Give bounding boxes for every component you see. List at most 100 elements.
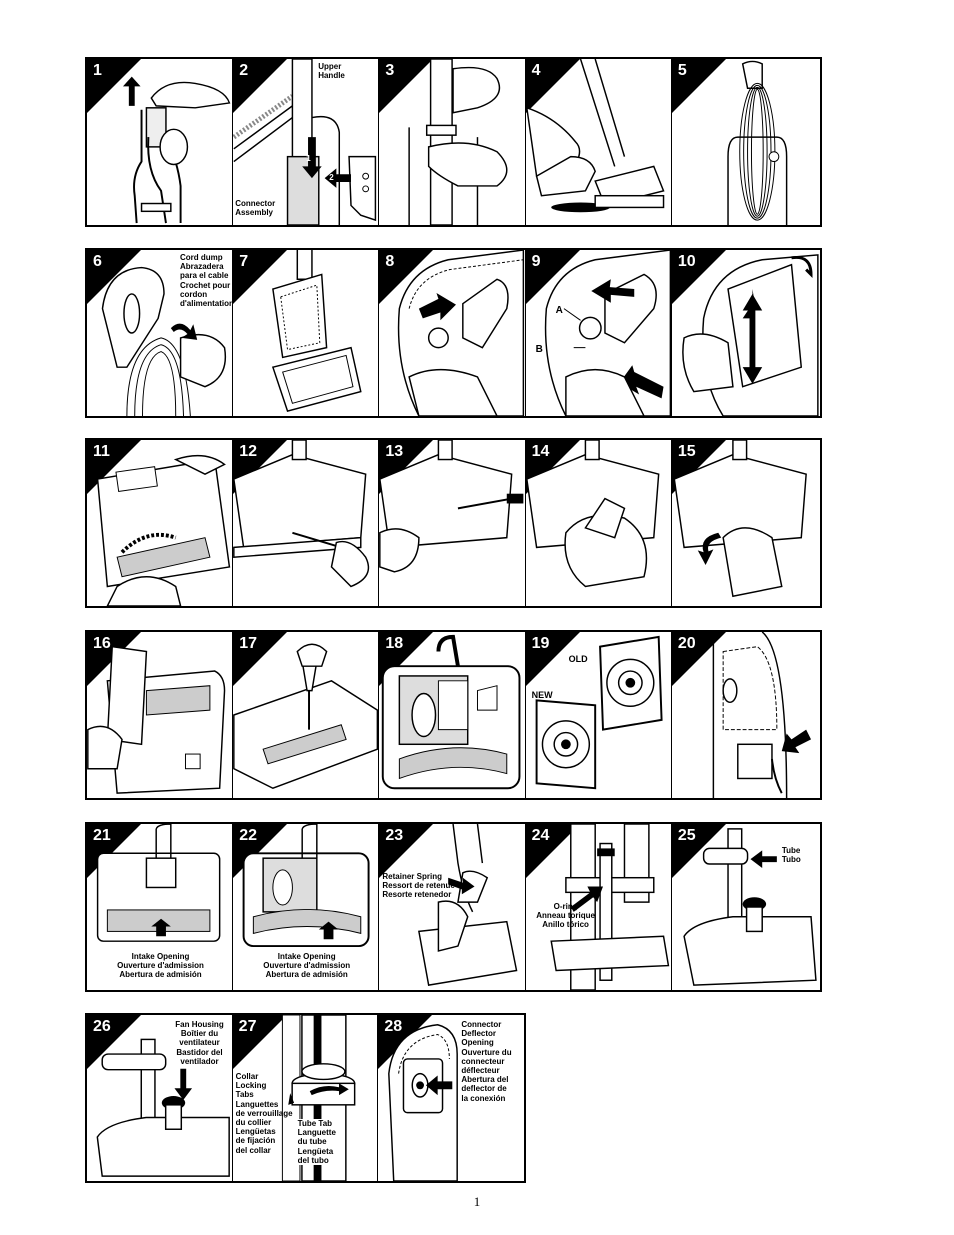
illustration-foot-on-vacuum — [525, 59, 665, 213]
illustration-open-bag-door — [398, 250, 525, 416]
illustration-remove-cover — [525, 440, 660, 588]
step-panel-3: 3 — [379, 59, 526, 225]
step-number: 13 — [385, 443, 404, 460]
step-panel-11: 11 — [87, 440, 234, 606]
illustration-connector-deflector — [388, 1024, 459, 1181]
illustration-screwdriver-latch — [233, 440, 370, 588]
step-number: 9 — [531, 253, 541, 270]
step-number: 6 — [93, 253, 102, 270]
illustration-filter-old-new — [535, 635, 663, 790]
step-panel-13: 13 — [379, 440, 526, 606]
illustration-fan-housing — [96, 1038, 230, 1177]
illustration-bag-install — [681, 254, 819, 416]
page-number: 1 — [473, 1194, 481, 1209]
step-panel-8: 8 — [379, 250, 526, 416]
illustration-base-underside — [96, 454, 231, 606]
step-number: 15 — [677, 443, 696, 460]
step-panel-15: 15 — [671, 440, 820, 606]
illustration-motor-belt — [382, 634, 521, 790]
step-number: 7 — [239, 253, 249, 270]
step-number: 19 — [531, 635, 550, 652]
illustration-screwdriver-side — [379, 440, 524, 573]
illustration-hands-on-handle — [408, 59, 508, 225]
illustration-intake-opening — [96, 824, 221, 942]
illustration-intake-motor — [242, 824, 370, 948]
step-number: 18 — [385, 635, 404, 652]
step-panel-20: 20 — [671, 632, 820, 798]
illustration-hand-lifting-handle — [122, 76, 231, 224]
step-number: 22 — [239, 827, 257, 844]
illustration-tube — [683, 828, 817, 986]
illustration-screwdriver-base — [233, 643, 379, 790]
illustration-remove-belt-cover — [87, 645, 226, 794]
illustration-lift-cover — [673, 440, 807, 598]
step-number: 10 — [677, 253, 696, 270]
label-b: B — [535, 344, 543, 355]
illustration-bag-collar — [544, 250, 671, 416]
step-number: 5 — [677, 62, 687, 79]
step-number: 28 — [384, 1018, 403, 1035]
step-number: 25 — [677, 827, 696, 844]
step-panel-4: 4 — [525, 59, 672, 225]
step-number: 1 — [93, 62, 102, 79]
step-panel-18: 18 — [379, 632, 526, 798]
label-new: NEW — [531, 690, 553, 700]
illustration-o-ring — [549, 824, 669, 990]
step-panel-16: 16 — [87, 632, 234, 798]
step-number: 4 — [531, 62, 541, 79]
step-number: 26 — [93, 1018, 111, 1035]
step-number: 12 — [239, 443, 257, 460]
illustration-retainer-spring — [418, 824, 518, 986]
step-number: 8 — [385, 253, 395, 270]
step-panel-14: 14 — [525, 440, 672, 606]
step-number: 21 — [93, 827, 111, 844]
illustration-side-panel — [712, 632, 811, 798]
step-number: 23 — [385, 827, 404, 844]
step-number: 24 — [531, 827, 550, 844]
step-panel-7: 7 — [233, 250, 380, 416]
label-a: A — [555, 305, 563, 316]
step-number: 3 — [385, 62, 395, 79]
step-panel-5: 5 — [671, 59, 820, 225]
illustration-connector-assembly — [233, 59, 377, 225]
step-number: 27 — [238, 1018, 257, 1035]
step-panel-19: 19 OLD NEW — [525, 632, 672, 798]
step-number: 20 — [677, 635, 696, 652]
step-panel-12: 12 — [233, 440, 380, 606]
illustration-cord-dump — [101, 266, 227, 416]
steps-row-4: 16 17 18 19 — [85, 630, 822, 800]
step-number: 16 — [93, 635, 111, 652]
label-old: OLD — [568, 654, 588, 664]
step-panel-1: 1 — [87, 59, 234, 225]
step-number: 14 — [531, 443, 550, 460]
step-number: 2 — [239, 62, 249, 79]
step-panel-10: 10 — [671, 250, 820, 416]
label-arrow-1: 1 — [306, 154, 311, 163]
label-arrow-2: 2 — [329, 173, 334, 182]
step-panel-17: 17 — [233, 632, 380, 798]
illustration-cord-wrapped — [727, 60, 788, 225]
